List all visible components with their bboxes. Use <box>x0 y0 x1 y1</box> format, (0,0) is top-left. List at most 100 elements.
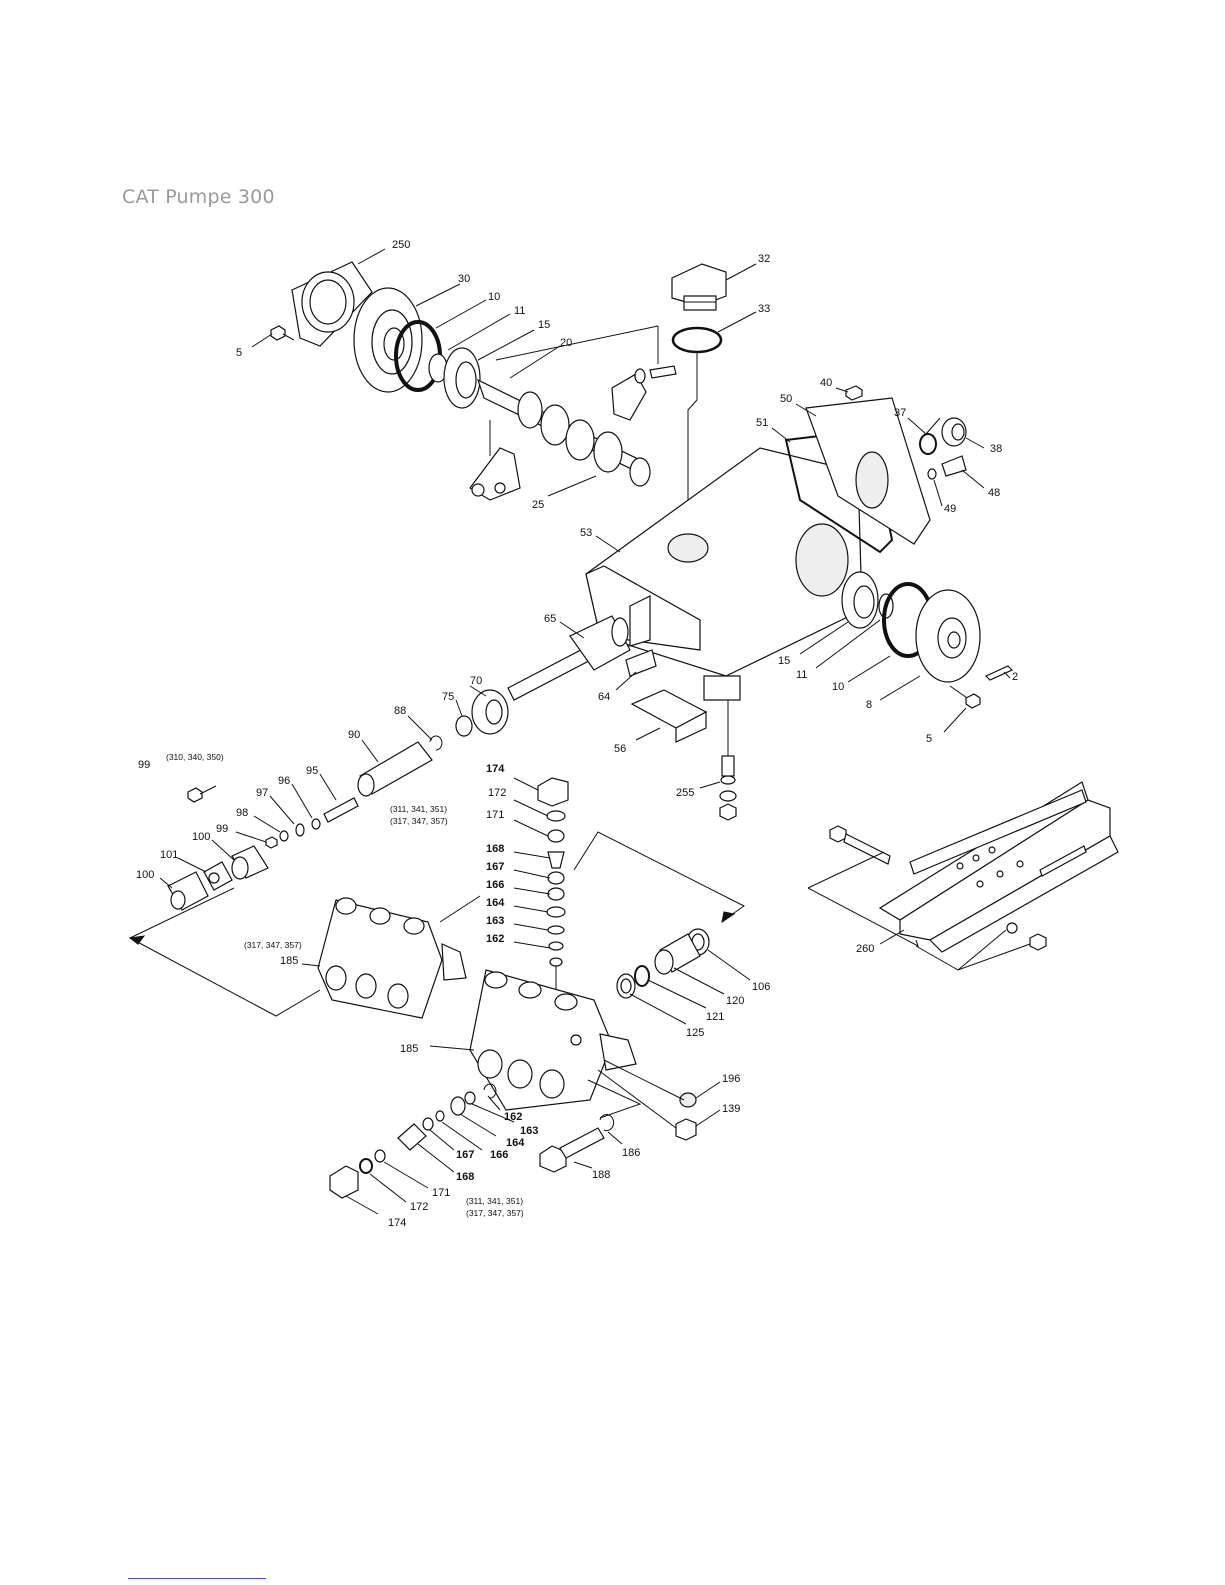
bolt-5-right <box>949 685 981 709</box>
label-162-upper: 162 <box>486 933 504 945</box>
label-33: 33 <box>758 303 770 315</box>
label-15: 15 <box>538 319 550 331</box>
packing-120 <box>654 933 701 975</box>
washer-75 <box>455 715 473 737</box>
note-99: (310, 340, 350) <box>166 752 224 762</box>
label-99-upper: 99 <box>138 759 150 771</box>
note-171-lower-1: (311, 341, 351) <box>466 1196 523 1206</box>
rear-cover-50 <box>805 397 931 545</box>
label-10-right: 10 <box>832 681 844 693</box>
sight-glass-37-38 <box>919 417 967 455</box>
bolt-255 <box>719 700 737 821</box>
label-260: 260 <box>856 943 874 955</box>
mounting-rail-260 <box>878 781 1119 953</box>
flange-30 <box>353 287 423 393</box>
label-37: 37 <box>894 407 906 419</box>
label-168-upper: 168 <box>486 843 504 855</box>
note-171-upper-2: (317, 347, 357) <box>390 816 448 826</box>
label-100-lower: 100 <box>136 869 154 881</box>
screw-99-upper <box>187 785 217 803</box>
label-98: 98 <box>236 807 248 819</box>
label-97: 97 <box>256 787 268 799</box>
label-174-upper: 174 <box>486 763 505 775</box>
oil-pan-56 <box>630 689 708 743</box>
bolt-40 <box>845 385 863 401</box>
bracket-nut <box>1006 922 1047 951</box>
key-2 <box>984 665 1014 681</box>
label-188: 188 <box>592 1169 610 1181</box>
label-167-upper: 167 <box>486 861 504 873</box>
label-125: 125 <box>686 1027 704 1039</box>
label-196: 196 <box>722 1073 740 1085</box>
label-162-lower: 162 <box>504 1111 522 1123</box>
label-120: 120 <box>726 995 744 1007</box>
label-163-lower: 163 <box>520 1125 538 1137</box>
label-171-upper: 171 <box>486 809 504 821</box>
label-164-upper: 164 <box>486 897 505 909</box>
plug-139 <box>675 1118 697 1141</box>
bolt-5-left <box>270 325 295 341</box>
label-10: 10 <box>488 291 500 303</box>
label-167-lower: 167 <box>456 1149 474 1161</box>
plunger-rod-65 <box>507 615 631 701</box>
label-49: 49 <box>944 503 956 515</box>
bearing-15-left <box>443 347 481 409</box>
note-171-upper-1: (311, 341, 351) <box>390 804 447 814</box>
label-20: 20 <box>560 337 572 349</box>
retainer-88 <box>429 735 443 751</box>
clip-186 <box>599 1114 615 1132</box>
connecting-rod-cap <box>611 373 647 421</box>
label-186: 186 <box>622 1147 640 1159</box>
label-100-upper: 100 <box>192 831 210 843</box>
screw-99-lower <box>265 836 278 849</box>
rod-bolt <box>634 365 677 384</box>
manifold-185-upper <box>317 897 467 1019</box>
footer-rule <box>128 1578 266 1579</box>
oil-seal-70 <box>471 689 509 735</box>
bolt-188 <box>539 1127 605 1173</box>
label-166-upper: 166 <box>486 879 504 891</box>
label-8: 8 <box>866 699 872 711</box>
crankshaft-20 <box>476 378 651 487</box>
valve-stack-lower <box>329 1083 497 1199</box>
label-30: 30 <box>458 273 470 285</box>
label-90: 90 <box>348 729 360 741</box>
label-172-lower: 172 <box>410 1201 428 1213</box>
sleeve-100-lower <box>167 871 209 911</box>
label-32: 32 <box>758 253 770 265</box>
label-106: 106 <box>752 981 770 993</box>
label-121: 121 <box>706 1011 724 1023</box>
label-88: 88 <box>394 705 406 717</box>
note-185-upper: (317, 347, 357) <box>244 940 302 950</box>
retainer-125 <box>616 973 636 999</box>
label-95: 95 <box>306 765 318 777</box>
oring-121 <box>634 965 650 987</box>
pin-64 <box>625 649 657 677</box>
label-174-lower: 174 <box>388 1217 406 1229</box>
label-96: 96 <box>278 775 290 787</box>
valve-stack-upper <box>546 810 566 967</box>
label-15-right: 15 <box>778 655 790 667</box>
label-25: 25 <box>532 499 544 511</box>
label-164-lower: 164 <box>506 1137 525 1149</box>
label-255: 255 <box>676 787 694 799</box>
label-99-lower: 99 <box>216 823 228 835</box>
label-11: 11 <box>514 305 525 317</box>
label-11-right: 11 <box>796 669 807 681</box>
ceramic-plunger-90 <box>357 741 433 797</box>
drain-plug-48-49 <box>927 455 967 480</box>
label-40: 40 <box>820 377 832 389</box>
stud-95 <box>323 797 359 823</box>
label-48: 48 <box>988 487 1000 499</box>
label-172-upper: 172 <box>488 787 506 799</box>
label-5-left: 5 <box>236 347 242 359</box>
label-250: 250 <box>392 239 410 251</box>
bearing-cover-250 <box>291 261 373 347</box>
label-171-lower: 171 <box>432 1187 450 1199</box>
label-56: 56 <box>614 743 626 755</box>
manifold-185-main <box>469 969 637 1111</box>
label-2: 2 <box>1012 671 1018 683</box>
label-101: 101 <box>160 849 178 861</box>
oil-cap-32 <box>671 263 727 311</box>
